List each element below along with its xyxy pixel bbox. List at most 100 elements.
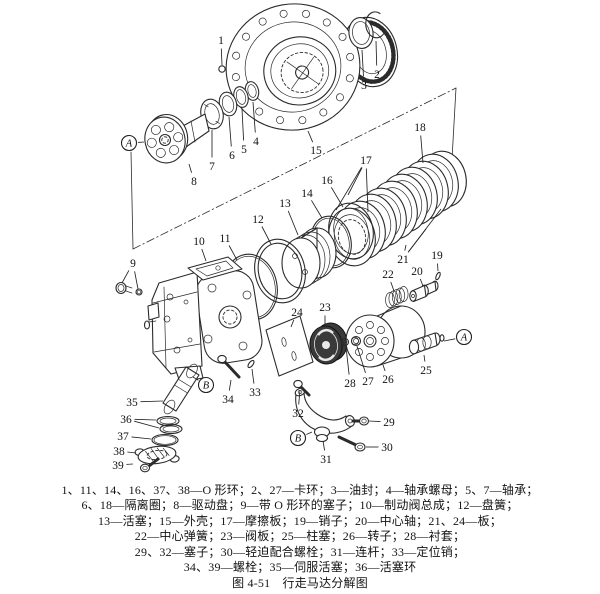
part-label-34: 34 — [222, 394, 234, 406]
leader-line — [330, 187, 344, 208]
part-label-7: 7 — [209, 161, 215, 173]
piston-13 — [281, 227, 337, 289]
leader-line — [127, 451, 137, 454]
plug-9 — [115, 281, 143, 296]
part-label-17: 17 — [360, 155, 372, 167]
disc-stack-17-18-21 — [328, 150, 467, 267]
servo-piston-35 — [162, 363, 200, 415]
leader-line — [298, 389, 301, 405]
part-label-3: 3 — [361, 80, 367, 92]
o-ring-37 — [151, 433, 179, 447]
housing-15 — [225, 3, 361, 131]
leader-line — [390, 281, 395, 292]
leader-line — [188, 163, 193, 173]
part-label-6: 6 — [229, 150, 235, 162]
figure-title: 图 4-51 行走马达分解图 — [232, 575, 368, 590]
caption-line: 13—活塞；15—外壳；17—摩擦板；19—销子；20—中心轴；21、24—板； — [97, 513, 502, 528]
bolt-30 — [337, 435, 366, 452]
caption-line: 22—中心弹簧；23—阀板；25—柱塞；26—转子；28—衬套； — [134, 529, 466, 544]
part-label-25: 25 — [420, 365, 432, 377]
plate-24 — [265, 315, 314, 377]
piston-rings-36 — [156, 415, 183, 435]
plug-29 — [351, 416, 370, 426]
part-label-8: 8 — [191, 176, 197, 188]
leader-line — [437, 263, 439, 272]
leader-line — [228, 379, 232, 391]
part-label-22: 22 — [382, 269, 394, 281]
part-label-9: 9 — [130, 258, 136, 270]
part-label-5: 5 — [241, 144, 247, 156]
leader-line — [192, 376, 199, 381]
leader-line — [345, 346, 350, 375]
part-label-36: 36 — [120, 414, 132, 426]
disc-spring-12 — [254, 238, 306, 304]
bolt-39 — [139, 457, 160, 473]
leader-line — [420, 135, 424, 164]
leader-line — [423, 354, 426, 362]
bolt-34 — [217, 354, 241, 379]
ref-marker-circle-B — [289, 429, 307, 447]
part-label-15: 15 — [310, 145, 322, 157]
leader-line — [443, 338, 456, 342]
part-label-12: 12 — [252, 214, 264, 226]
caption-line: 1、11、14、16、37、38—O 形环；2、27—卡环；3—油封；4—轴承螺… — [61, 483, 539, 497]
part-label-29: 29 — [383, 417, 395, 429]
part-label-11: 11 — [219, 233, 230, 245]
ref-marker-circle-A — [120, 134, 138, 152]
part-label-13: 13 — [279, 198, 291, 210]
figure-caption: 1、11、14、16、37、38—O 形环；2、27—卡环；3—油封；4—轴承螺… — [0, 483, 600, 591]
piston-25 — [408, 332, 445, 355]
leader-line — [290, 319, 295, 328]
snap-ring-2 — [365, 11, 386, 39]
leader-line — [261, 226, 272, 245]
leader-line — [347, 167, 363, 196]
ref-marker-B: B — [203, 381, 210, 392]
part-label-35: 35 — [126, 397, 138, 409]
ref-marker-A: A — [125, 139, 133, 150]
leader-line — [201, 248, 207, 262]
part-label-30: 30 — [381, 442, 393, 454]
part-label-21: 21 — [397, 254, 409, 266]
part-label-38: 38 — [113, 446, 125, 458]
caption-line: 29、32—塞子；30—轻迫配合螺栓；31—连杆；33—定位销； — [134, 544, 466, 559]
part-label-32: 32 — [292, 408, 304, 420]
washer-27 — [350, 335, 362, 347]
leader-line — [365, 168, 369, 213]
leader-line — [134, 271, 139, 290]
part-label-28: 28 — [344, 378, 356, 390]
leader-line — [404, 244, 407, 251]
leader-line — [368, 420, 381, 423]
leader-line — [220, 48, 223, 66]
bolt-32 — [293, 379, 311, 397]
leader-line — [306, 431, 313, 435]
cover-38 — [134, 445, 180, 465]
caption-line: 34、39—螺栓；35—伺服活塞；36—活塞环 — [183, 560, 417, 575]
part-label-39: 39 — [112, 460, 124, 472]
motor-body-10 — [143, 256, 263, 383]
part-label-19: 19 — [431, 250, 443, 262]
leader-line — [382, 364, 386, 372]
part-label-24: 24 — [291, 307, 303, 319]
leader-line — [228, 245, 238, 261]
leader-line — [356, 345, 366, 374]
part-label-1: 1 — [218, 35, 224, 47]
leader-line — [140, 400, 164, 403]
drive-plate-8 — [144, 113, 189, 164]
leader-line — [307, 130, 314, 143]
part-label-27: 27 — [362, 376, 374, 388]
leader-line — [121, 270, 130, 284]
leader-line — [322, 440, 326, 451]
part-label-10: 10 — [193, 236, 205, 248]
part-label-18: 18 — [414, 122, 426, 134]
part-label-20: 20 — [411, 266, 423, 278]
part-label-16: 16 — [321, 175, 333, 187]
caption-line: 6、18—隔离圈；8—驱动盘；9—带 O 形环的塞子；10—制动阀总成；12—盘… — [81, 498, 519, 513]
ref-marker-circle-A — [455, 328, 473, 346]
leader-line — [252, 101, 256, 133]
ref-marker-circle-B — [197, 376, 215, 394]
pin-33 — [247, 359, 255, 369]
part-label-26: 26 — [382, 374, 394, 386]
part-label-4: 4 — [253, 136, 259, 148]
part-label-31: 31 — [320, 454, 332, 466]
